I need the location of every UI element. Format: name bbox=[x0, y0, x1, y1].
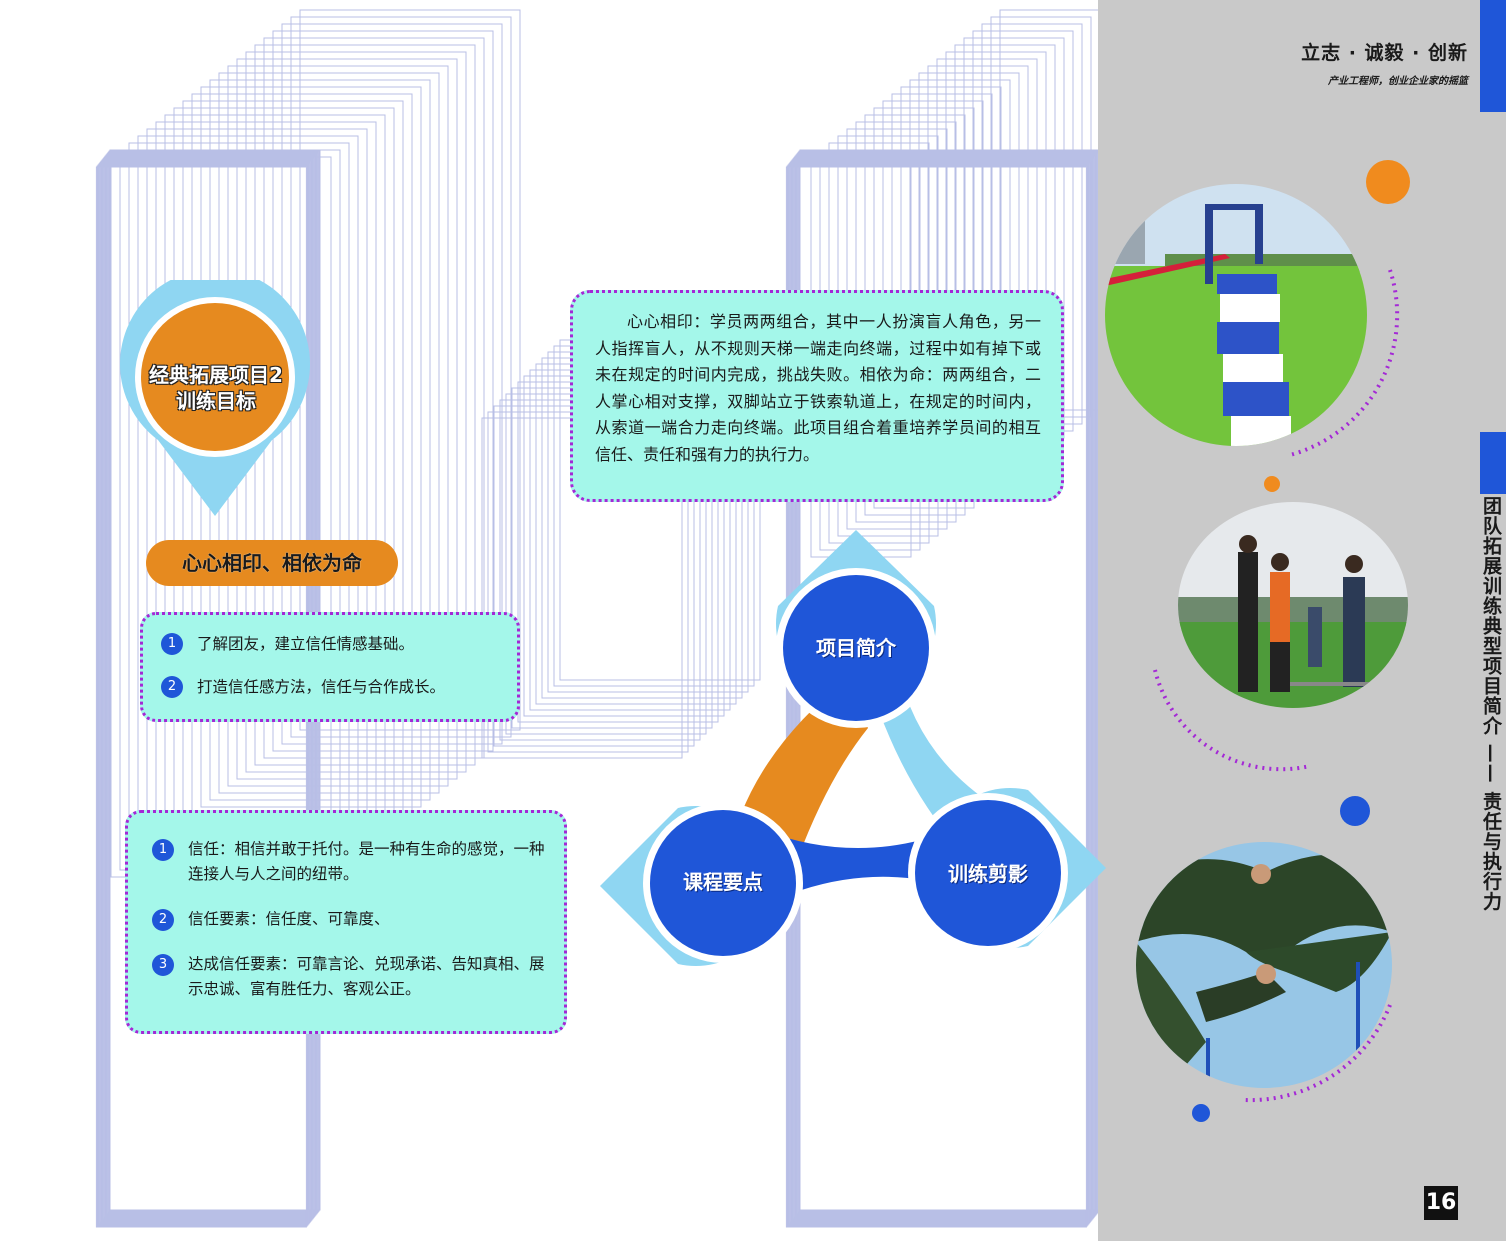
goal-text: 了解团友，建立信任情感基础。 bbox=[197, 635, 415, 653]
key-point-text: 达成信任要素：可靠言论、兑现承诺、告知真相、展示忠诚、富有胜任力、客观公正。 bbox=[188, 955, 545, 998]
connector-blue bbox=[758, 828, 958, 908]
number-badge-icon: 3 bbox=[152, 954, 174, 976]
number-badge-icon: 1 bbox=[161, 633, 183, 655]
key-point-text: 信任：相信并敢于托付。是一种有生命的感觉，一种连接人与人之间的纽带。 bbox=[188, 840, 545, 883]
sub-slogan: 产业工程师，创业企业家的摇篮 bbox=[1328, 76, 1468, 87]
photo-team-training bbox=[1178, 502, 1408, 708]
goals-box: 1 了解团友，建立信任情感基础。 2 打造信任感方法，信任与合作成长。 bbox=[140, 612, 520, 722]
goal-text: 打造信任感方法，信任与合作成长。 bbox=[197, 678, 446, 696]
project-name-pill: 心心相印、相依为命 bbox=[146, 540, 398, 586]
badge-line1: 经典拓展项目2 bbox=[149, 363, 283, 387]
key-point-item: 2 信任要素：信任度、可靠度、 bbox=[152, 907, 550, 932]
number-badge-icon: 1 bbox=[152, 839, 174, 861]
photo-ladder bbox=[1105, 184, 1367, 446]
diagram-label-intro: 项目简介 bbox=[816, 636, 896, 660]
goal-item: 1 了解团友，建立信任情感基础。 bbox=[161, 631, 501, 657]
triangle-diagram bbox=[600, 530, 1106, 966]
orange-dot bbox=[1366, 160, 1410, 204]
diagram-label-keypoints: 课程要点 bbox=[683, 870, 763, 894]
blue-tab-top bbox=[1480, 0, 1506, 112]
pin-badge bbox=[120, 280, 310, 516]
key-point-text: 信任要素：信任度、可靠度、 bbox=[188, 910, 390, 928]
key-point-item: 1 信任：相信并敢于托付。是一种有生命的感觉，一种连接人与人之间的纽带。 bbox=[152, 837, 550, 887]
dotted-arcs bbox=[1153, 269, 1400, 1103]
number-badge-icon: 2 bbox=[152, 909, 174, 931]
small-orange-dot bbox=[1264, 476, 1280, 492]
slogan: 立志 · 诚毅 · 创新 bbox=[1301, 42, 1468, 64]
diagram-label-gallery: 训练剪影 bbox=[948, 862, 1028, 886]
badge-text: 经典拓展项目2 训练目标 bbox=[136, 362, 296, 414]
introduction-box: 心心相印：学员两两组合，其中一人扮演盲人角色，另一人指挥盲人，从不规则天梯一端走… bbox=[570, 290, 1064, 502]
badge-line2: 训练目标 bbox=[176, 389, 256, 413]
key-points-box: 1 信任：相信并敢于托付。是一种有生命的感觉，一种连接人与人之间的纽带。 2 信… bbox=[125, 810, 567, 1034]
page-number: 16 bbox=[1424, 1186, 1458, 1220]
small-blue-dot bbox=[1192, 1104, 1210, 1122]
blue-dot bbox=[1340, 796, 1370, 826]
number-badge-icon: 2 bbox=[161, 676, 183, 698]
vertical-title: 团队拓展训练典型项目简介 —— 责任与执行力 bbox=[1480, 496, 1502, 912]
goal-item: 2 打造信任感方法，信任与合作成长。 bbox=[161, 674, 501, 700]
key-point-item: 3 达成信任要素：可靠言论、兑现承诺、告知真相、展示忠诚、富有胜任力、客观公正。 bbox=[152, 952, 550, 1002]
photo-hands-sky bbox=[1136, 842, 1392, 1088]
blue-tab-middle bbox=[1480, 432, 1506, 494]
